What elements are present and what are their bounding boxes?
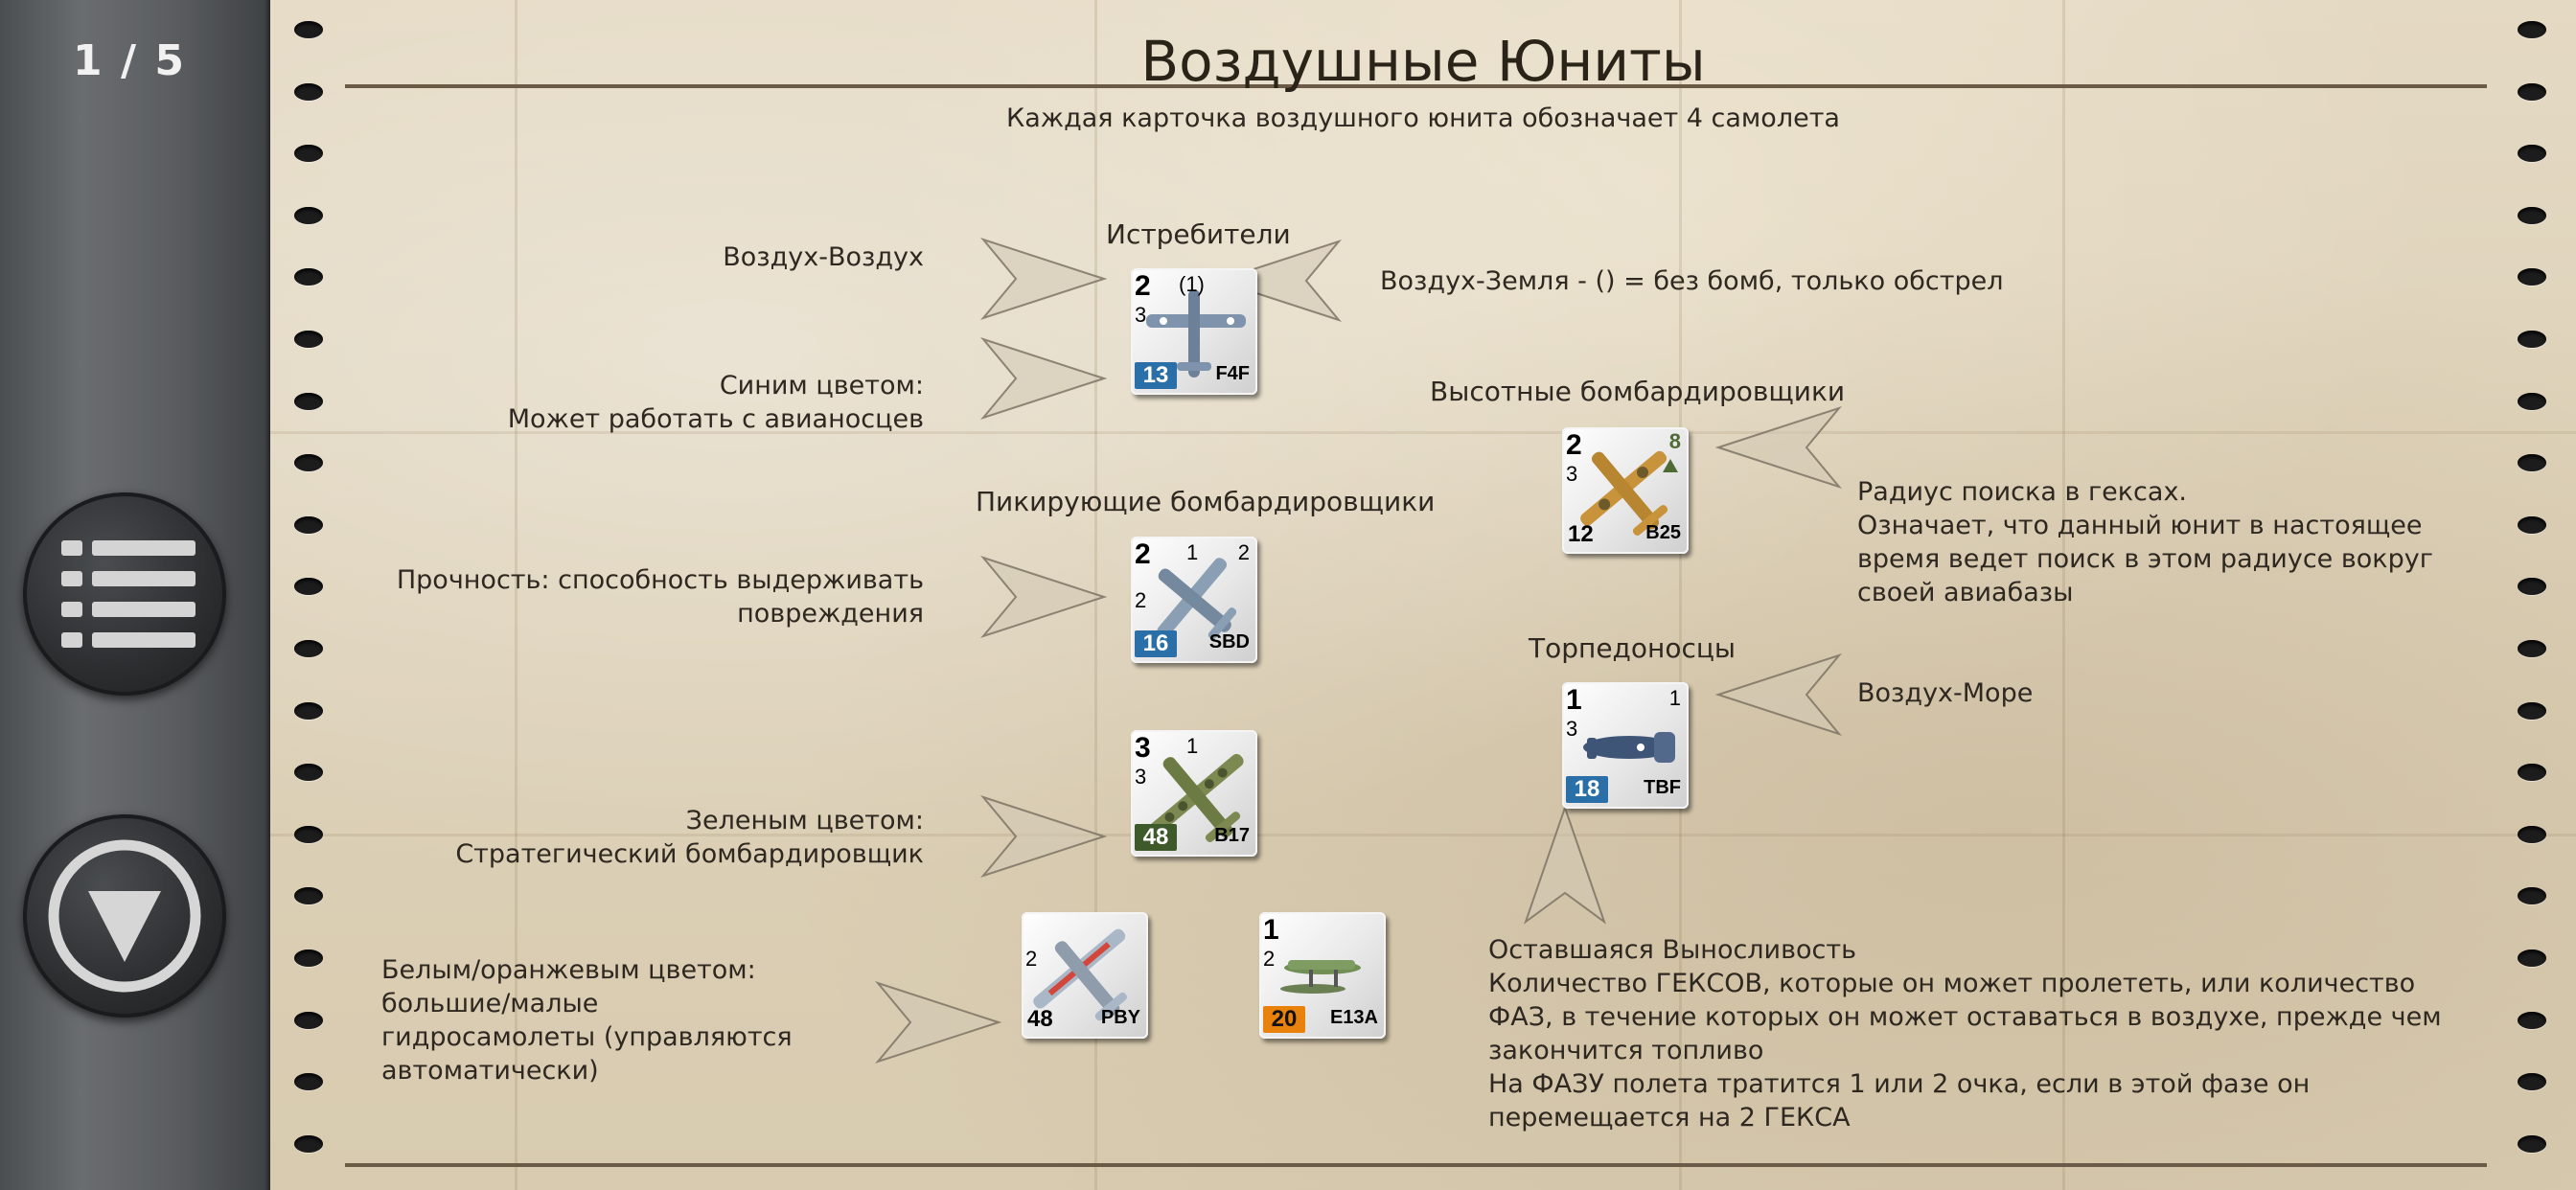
pointer-arrow-air-ground bbox=[1215, 239, 1342, 323]
counter-f4f[interactable]: 2 (1) 3 13 F4F bbox=[1131, 268, 1257, 395]
binder-hole bbox=[2518, 764, 2546, 782]
pointer-arrow-air-air bbox=[980, 237, 1107, 321]
binder-hole bbox=[294, 701, 323, 720]
binder-holes-left bbox=[289, 0, 328, 1190]
note-air-ground: Воздух-Земля - () = без бомб, только обс… bbox=[1380, 266, 2004, 296]
binder-hole bbox=[2518, 578, 2546, 596]
pointer-arrow-air-sea bbox=[1715, 652, 1842, 737]
binder-hole bbox=[2518, 1073, 2546, 1091]
menu-button[interactable] bbox=[23, 492, 226, 696]
label-high-bombers: Высотные бомбардировщики bbox=[1430, 376, 1846, 407]
binder-hole bbox=[294, 578, 323, 596]
search-triangle-icon bbox=[1663, 459, 1678, 472]
binder-hole bbox=[294, 515, 323, 534]
strategic-bomber-plane-icon bbox=[1148, 753, 1244, 842]
note-endurance: Оставшаяся Выносливость Количество ГЕКСО… bbox=[1488, 935, 2442, 1133]
binder-hole bbox=[294, 268, 323, 286]
counter-pby[interactable]: 2 48 PBY bbox=[1022, 912, 1148, 1039]
pointer-arrow-green bbox=[980, 794, 1107, 879]
binder-hole bbox=[294, 1011, 323, 1029]
binder-hole bbox=[2518, 515, 2546, 534]
binder-hole bbox=[294, 82, 323, 101]
list-icon bbox=[61, 540, 196, 648]
counter-sbd[interactable]: 2 1 2 2 16 SBD bbox=[1131, 537, 1257, 663]
pointer-arrow-search bbox=[1715, 405, 1842, 490]
binder-hole bbox=[2518, 950, 2546, 967]
pointer-arrow-durability bbox=[980, 555, 1107, 639]
seaplane-icon bbox=[1033, 928, 1127, 1021]
label-dive-bombers: Пикирующие бомбардировщики bbox=[976, 486, 1436, 517]
binder-hole bbox=[2518, 454, 2546, 472]
binder-hole bbox=[2518, 21, 2546, 38]
label-torpedo: Торпедоносцы bbox=[1529, 632, 1736, 664]
note-green: Зеленым цветом: Стратегический бомбардир… bbox=[455, 806, 924, 869]
sidebar: 1 / 5 bbox=[0, 0, 270, 1190]
binder-hole bbox=[294, 640, 323, 657]
page-title: Воздушные Юниты bbox=[1140, 29, 1706, 94]
binder-hole bbox=[294, 331, 323, 348]
note-air-sea: Воздух-Море bbox=[1857, 678, 2034, 708]
dive-bomber-plane-icon bbox=[1157, 558, 1237, 640]
counter-b25[interactable]: 2 8 3 12 B25 bbox=[1562, 427, 1689, 554]
binder-hole bbox=[2518, 887, 2546, 905]
label-fighters: Истребители bbox=[1106, 218, 1291, 250]
binder-hole bbox=[2518, 1011, 2546, 1029]
note-air-air: Воздух-Воздух bbox=[723, 242, 924, 272]
fighter-plane-icon bbox=[1146, 289, 1246, 378]
next-page-button[interactable] bbox=[23, 814, 226, 1018]
binder-hole bbox=[294, 454, 323, 472]
binder-hole bbox=[294, 206, 323, 224]
binder-hole bbox=[294, 392, 323, 410]
torpedo-plane-icon bbox=[1583, 732, 1675, 763]
binder-hole bbox=[2518, 268, 2546, 286]
title-rule bbox=[345, 84, 2487, 88]
pointer-arrow-white bbox=[875, 980, 1001, 1064]
note-search: Радиус поиска в гексах. Означает, что да… bbox=[1857, 477, 2433, 607]
binder-hole bbox=[294, 825, 323, 843]
binder-hole bbox=[2518, 701, 2546, 720]
binder-hole bbox=[294, 950, 323, 967]
pointer-arrow-endurance bbox=[1524, 805, 1606, 925]
binder-hole bbox=[2518, 392, 2546, 410]
note-white-orange: Белым/оранжевым цветом: большие/малые ги… bbox=[381, 955, 793, 1086]
binder-holes-right bbox=[2513, 0, 2551, 1190]
counter-tbf[interactable]: 1 1 3 18 TBF bbox=[1562, 682, 1689, 809]
pointer-arrow-blue bbox=[980, 336, 1107, 421]
bottom-rule bbox=[345, 1163, 2487, 1167]
note-blue: Синим цветом: Может работать с авианосце… bbox=[507, 371, 924, 434]
parchment-panel bbox=[270, 0, 2576, 1190]
binder-hole bbox=[294, 764, 323, 782]
chevron-down-circle-icon bbox=[48, 839, 201, 993]
bomber-plane-icon bbox=[1580, 450, 1668, 536]
note-durability: Прочность: способность выдерживать повре… bbox=[396, 565, 924, 629]
binder-hole bbox=[2518, 82, 2546, 101]
binder-hole bbox=[294, 1073, 323, 1091]
counter-b17[interactable]: 3 1 3 48 B17 bbox=[1131, 730, 1257, 857]
page-counter: 1 / 5 bbox=[73, 36, 186, 85]
binder-hole bbox=[294, 1134, 323, 1153]
binder-hole bbox=[2518, 331, 2546, 348]
binder-hole bbox=[294, 887, 323, 905]
binder-hole bbox=[2518, 145, 2546, 163]
page-subtitle: Каждая карточка воздушного юнита обознач… bbox=[1006, 103, 1840, 133]
binder-hole bbox=[2518, 640, 2546, 657]
binder-hole bbox=[294, 21, 323, 38]
binder-hole bbox=[2518, 1134, 2546, 1153]
binder-hole bbox=[2518, 825, 2546, 843]
float-plane-icon bbox=[1280, 960, 1361, 994]
counter-e13a[interactable]: 1 2 20 E13A bbox=[1259, 912, 1386, 1039]
binder-hole bbox=[2518, 206, 2546, 224]
binder-hole bbox=[294, 145, 323, 163]
